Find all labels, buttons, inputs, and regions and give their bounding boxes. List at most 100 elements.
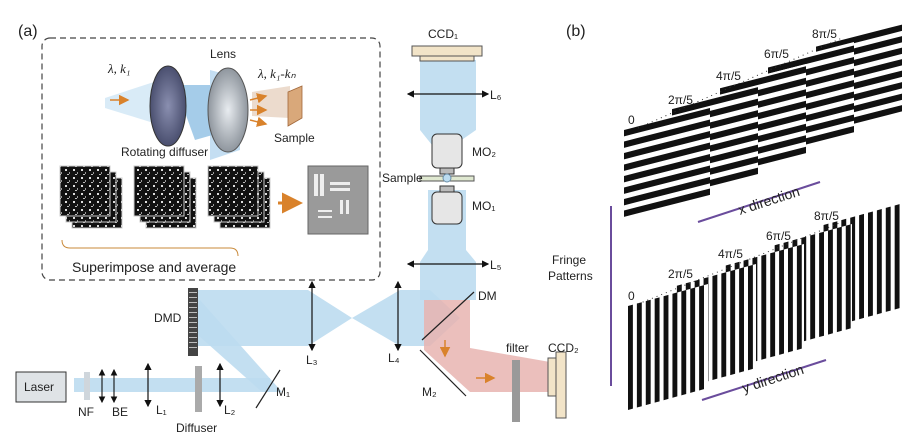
fringe-label-1: Fringe [552,253,586,267]
mirror-m1 [255,369,281,409]
dm-label: DM [478,289,497,303]
x-phase-4: 8π/5 [812,27,837,41]
y-phase-4: 8π/5 [814,209,839,223]
speckle-stack-1 [59,165,123,229]
be-label: BE [112,405,128,419]
inset-sample-label: Sample [274,131,315,145]
neutral-filter-nf [84,372,90,400]
y-stripe [796,244,802,350]
inset-lens-label: Lens [210,47,236,61]
y-stripe [788,247,793,353]
panel-a-label: (a) [18,23,38,40]
panel-b-label: (b) [566,23,586,40]
y-stripe [836,226,842,333]
y-stripe [810,234,816,340]
x-phase-2: 4π/5 [716,69,741,83]
l6-label: L₆ [490,88,502,102]
y-fringe-stack [628,204,900,410]
objective-mo2 [431,133,463,175]
y-stripe [819,231,824,338]
x-phase-1: 2π/5 [668,93,693,107]
m1-label: M₁ [276,385,290,399]
inset-diffuser-label: Rotating diffuser [121,145,208,159]
emission-filter [512,360,520,422]
y-stripe [690,287,696,393]
y-stripe [730,269,736,376]
mo1-label: MO₁ [472,199,495,213]
sample-slide [419,173,475,183]
diffuser-label: Diffuser [176,421,217,435]
filter-label: filter [506,341,529,355]
mo2-label: MO₂ [472,145,496,159]
emission-arrows [439,340,496,384]
lens-icon [207,67,249,153]
inset-beam-illustration [105,65,303,160]
dichroic-mirror-dm [421,291,475,341]
y-stripe [779,249,784,355]
y-stripe [828,229,833,335]
sample-block-icon [287,85,303,127]
y-stripe [636,302,642,408]
y-stripe [681,289,687,396]
ccd2-camera [547,351,567,419]
y-stripe [739,267,744,373]
y-stripe [712,274,718,380]
y-stripe [654,297,660,403]
l4-label: L₄ [388,351,400,365]
nf-label: NF [78,405,94,419]
y-stripe [663,294,669,401]
l5-label: L₅ [490,258,502,272]
x-stripe [768,45,854,74]
y-stripe [845,224,851,330]
y-direction-underline [701,359,827,401]
sample-label: Sample [382,171,423,185]
y-stripe [748,264,753,371]
y-phase-labels: 0 2π/5 4π/5 6π/5 8π/5 [628,209,839,303]
x-fringe-panel-0 [624,108,710,222]
x-stripe [624,177,710,206]
y-stripe [761,254,767,360]
phase-dotted-guides [637,37,843,305]
inset-wave-in-label: λ, k₁ [107,61,130,76]
inset-box [41,37,381,281]
x-direction-label: x direction [736,183,802,218]
x-phase-3: 6π/5 [764,47,789,61]
l3-label: L₃ [306,353,318,367]
inset-caption: Superimpose and average [72,259,236,275]
y-stripe [645,299,651,406]
y-phase-2: 4π/5 [718,247,743,261]
resolution-target-image [307,165,369,235]
dmd-label: DMD [154,311,182,325]
x-direction-underline [697,181,821,223]
y-phase-0: 0 [628,289,635,303]
y-stripe [672,292,678,398]
x-stripe [720,66,806,95]
x-stripe [624,165,710,194]
y-fringe-panel-0 [628,284,708,410]
x-stripe [672,87,758,116]
x-phase-0: 0 [628,113,635,127]
laser-label: Laser [24,380,54,394]
fringe-label-2: Patterns [548,269,593,283]
y-phase-3: 6π/5 [766,229,791,243]
ccd2-label: CCD₂ [548,341,579,355]
rotating-diffuser-icon [149,65,187,147]
y-stripe [628,304,633,410]
l2-label: L₂ [224,403,236,417]
y-stripe [721,272,727,378]
x-stripe [624,142,710,171]
x-phase-labels: 0 2π/5 4π/5 6π/5 8π/5 [628,27,837,127]
x-stripe [624,154,710,183]
x-stripe [624,119,710,148]
y-stripe [770,251,776,358]
m2-label: M₂ [422,385,437,399]
dmd-device [188,288,198,356]
l1-label: L₁ [156,403,167,417]
beam-expander-be [98,368,118,404]
speckle-stack-2 [133,165,197,229]
y-stripe [894,204,900,310]
objective-mo1 [431,185,463,225]
x-stripe [624,188,710,217]
superimpose-bracket [61,239,239,257]
